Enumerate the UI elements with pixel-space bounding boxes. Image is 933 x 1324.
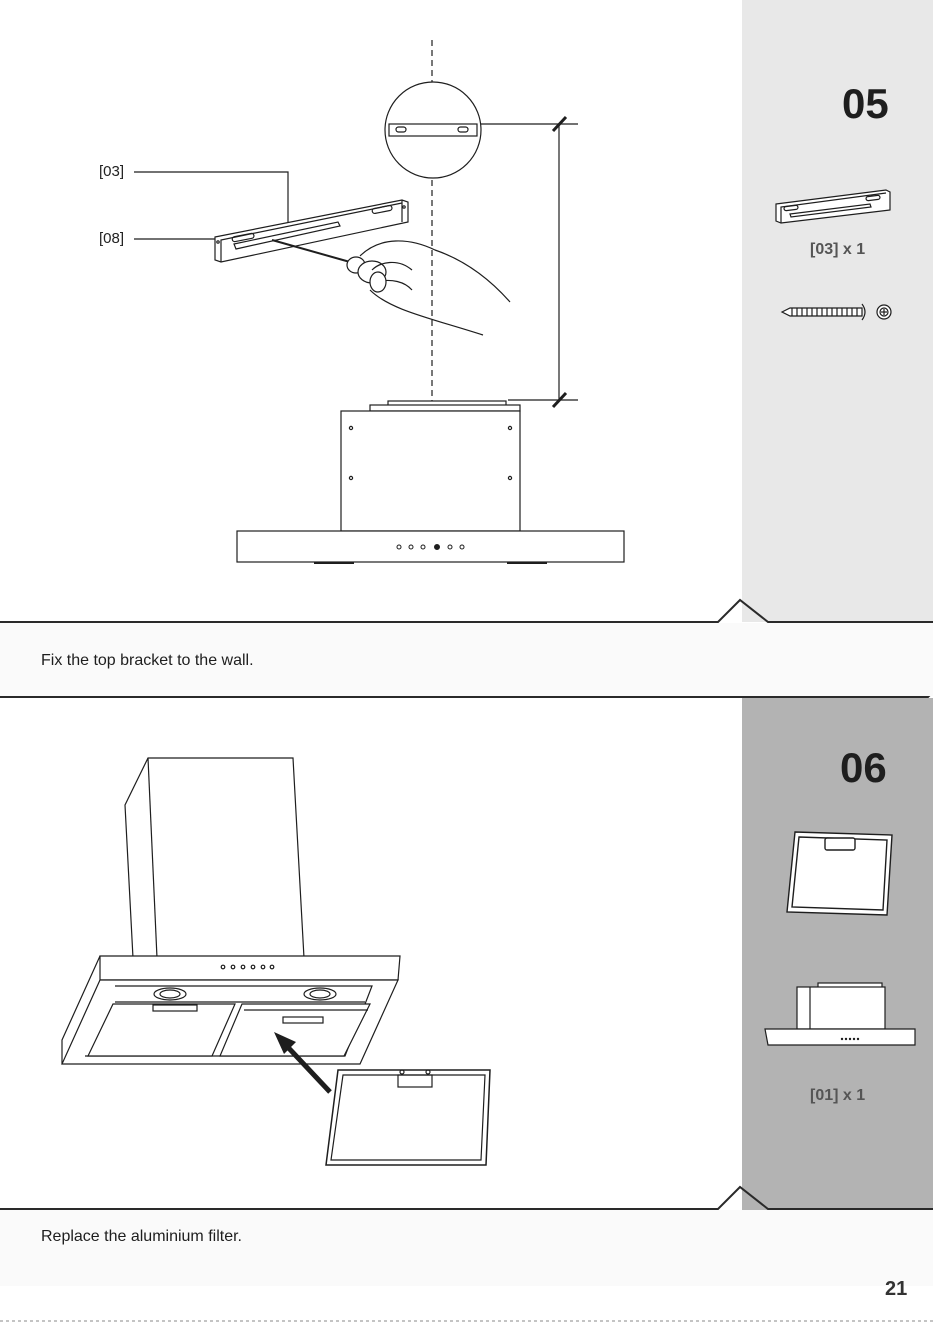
callout-03: [03] (99, 163, 124, 180)
step-06-caption: Replace the aluminium filter. (41, 1228, 242, 1246)
callout-08: [08] (99, 230, 124, 247)
step-06-drawing (62, 758, 490, 1165)
step-05-part-label: [03] x 1 (810, 241, 865, 259)
step-06-part-label: [01] x 1 (810, 1087, 865, 1105)
step-05-drawing (134, 40, 624, 563)
step-05-caption: Fix the top bracket to the wall. (41, 652, 254, 670)
step-06-number: 06 (840, 744, 887, 792)
filter-part-icon (787, 832, 892, 915)
step-06-caption-band (0, 1210, 933, 1286)
step-05-number: 05 (842, 80, 889, 128)
page-number: 21 (885, 1278, 907, 1301)
step-06-sidebar (742, 698, 933, 1210)
